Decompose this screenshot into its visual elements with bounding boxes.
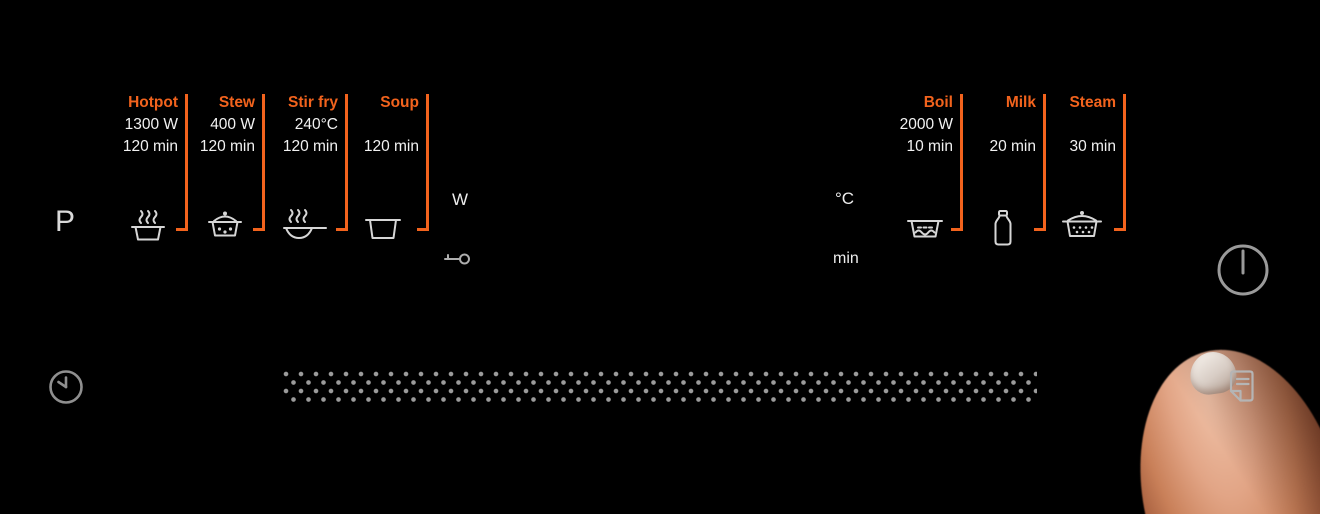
mode-hotpot: Hotpot 1300 W 120 min [92,92,188,250]
mode-stew: Stew 400 W 120 min [169,92,265,250]
mode-milk-text: Milk 20 min [950,92,1036,158]
mode-stirfry-temp: 240°C [294,116,338,133]
power-level-indicator: P [55,205,76,238]
mode-hotpot-label: Hotpot [128,94,178,111]
soup-pot-icon[interactable] [363,208,403,246]
mode-soup: Soup 120 min [333,92,429,250]
mode-milk-power [950,114,1036,136]
mode-boil-bracket [951,94,963,231]
recipe-document-icon[interactable] [1224,367,1262,412]
mode-stirfry: Stir fry 240°C 120 min [252,92,348,250]
mode-milk-label: Milk [1005,94,1036,111]
mode-milk: Milk 20 min [950,92,1046,250]
mode-boil-label: Boil [923,94,953,111]
mode-stew-text: Stew 400 W 120 min [169,92,255,158]
stew-pot-icon[interactable] [205,208,245,246]
mode-stew-power: 400 W [210,116,255,133]
mode-stew-bracket [253,94,265,231]
mode-milk-time: 20 min [989,138,1036,155]
mode-milk-bracket [1034,94,1046,231]
mode-soup-text: Soup 120 min [333,92,419,158]
mode-stirfry-bracket [336,94,348,231]
mode-soup-label: Soup [380,94,419,111]
mode-stirfry-label: Stir fry [288,94,338,111]
wok-icon[interactable] [282,208,328,246]
mode-hotpot-time: 120 min [122,138,178,155]
mode-steam-bracket [1114,94,1126,231]
watt-unit-label: W [452,190,469,209]
mode-steam-label: Steam [1069,94,1116,111]
power-button[interactable] [1215,242,1271,303]
mode-hotpot-power: 1300 W [124,116,178,133]
mode-steam-power [1030,114,1116,136]
mode-steam: Steam 30 min [1030,92,1126,250]
mode-hotpot-text: Hotpot 1300 W 120 min [92,92,178,158]
mode-stirfry-text: Stir fry 240°C 120 min [252,92,338,158]
mode-boil-time: 10 min [906,138,953,155]
hotpot-icon[interactable] [128,208,168,246]
milk-bottle-icon[interactable] [993,208,1013,248]
mode-soup-time: 120 min [363,138,419,155]
mode-boil: Boil 2000 W 10 min [867,92,963,250]
mode-steam-time: 30 min [1069,138,1116,155]
mode-steam-text: Steam 30 min [1030,92,1116,158]
key-lock-icon[interactable] [443,250,471,273]
minute-unit-label: min [833,250,859,267]
boiling-pot-icon[interactable] [905,208,945,246]
mode-soup-bracket [417,94,429,231]
power-slider[interactable] [283,370,1037,404]
mode-stew-label: Stew [218,94,255,111]
celsius-unit-label: °C [835,189,855,208]
mode-soup-power [333,114,419,136]
mode-boil-text: Boil 2000 W 10 min [867,92,953,158]
mode-stew-time: 120 min [199,138,255,155]
steamer-pot-icon[interactable] [1060,208,1104,246]
timer-clock-icon[interactable] [47,368,85,411]
mode-hotpot-bracket [176,94,188,231]
mode-stirfry-time: 120 min [282,138,338,155]
mode-boil-power: 2000 W [899,116,953,133]
